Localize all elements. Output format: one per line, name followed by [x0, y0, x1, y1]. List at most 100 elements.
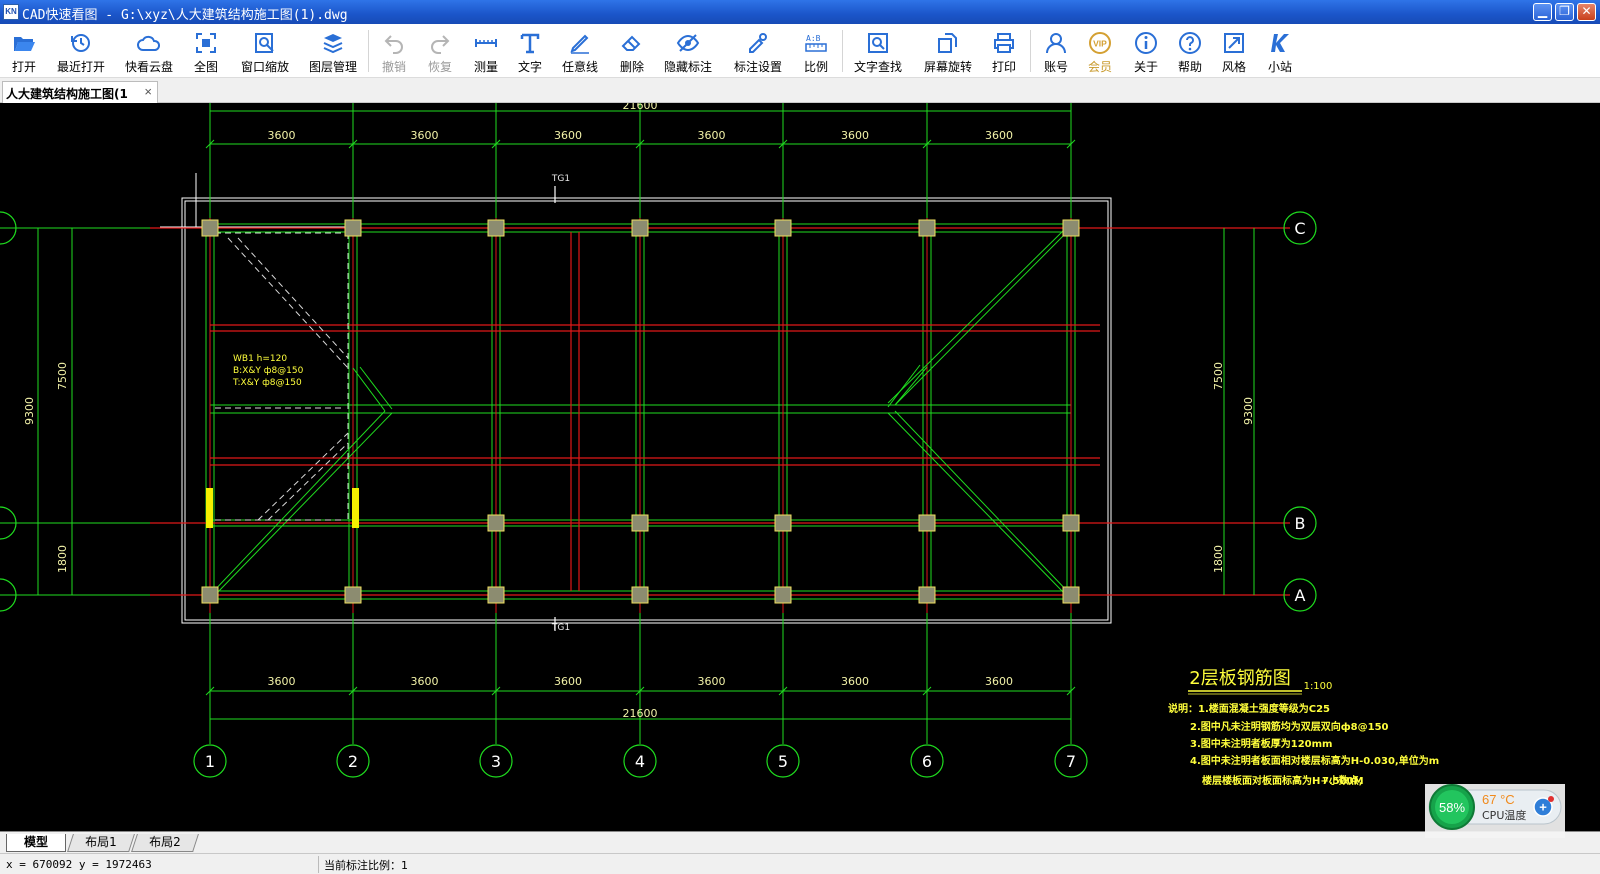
zoom-window-icon [255, 33, 274, 53]
rotate-screen-button[interactable]: 屏幕旋转 [920, 24, 976, 78]
axis-label-A: A [1295, 586, 1306, 605]
cloud-drive-button[interactable]: 快看云盘 [122, 24, 176, 78]
sheet-tab-model[interactable]: 模型 [6, 834, 66, 852]
axis-label-1: 1 [205, 752, 215, 771]
window-zoom-button[interactable]: 窗口缩放 [238, 24, 292, 78]
dim-left-total: 9300 [23, 397, 36, 425]
dim-top-total: 21600 [623, 103, 658, 112]
dim-tick [348, 139, 358, 149]
recent-clock-icon [71, 34, 90, 52]
hide-annotation-button[interactable]: 隐藏标注 [660, 24, 716, 78]
sheet-tab-layout1[interactable]: 布局1 [67, 834, 135, 852]
cpu-temperature-widget[interactable]: 58% 67 °C CPU温度 + [1425, 784, 1565, 838]
print-icon [994, 33, 1014, 53]
help-button[interactable]: 帮助 [1172, 24, 1208, 78]
measure-button[interactable]: 测量 [466, 24, 506, 78]
dim-bottom-total: 21600 [623, 707, 658, 720]
about-button[interactable]: 关于 [1128, 24, 1164, 78]
hip-beam-line [894, 227, 1072, 406]
structural-column [774, 219, 792, 237]
undo-icon [384, 35, 403, 54]
plan-frame-inner [184, 200, 1109, 621]
restore-button[interactable]: ❐ [1555, 3, 1574, 21]
minimize-button[interactable]: ▁ [1533, 3, 1552, 21]
dim-tick [491, 139, 501, 149]
hip-beam-line [894, 366, 928, 406]
structural-column [918, 219, 936, 237]
app-logo-icon: KN [3, 4, 19, 20]
dim-tick [922, 139, 932, 149]
dim-tick [205, 139, 215, 149]
cpu-widget-plus-icon[interactable] [1533, 797, 1553, 817]
slab-note-line: B:X&Y ф8@150 [233, 366, 304, 376]
site-button[interactable]: 小站 [1262, 24, 1298, 78]
structural-column [1062, 586, 1080, 604]
structural-column [774, 586, 792, 604]
axis-bubble-left [0, 506, 17, 540]
structural-column [201, 586, 219, 604]
slab-dashed-diag [257, 432, 349, 521]
recent-open-button[interactable]: 最近打开 [54, 24, 108, 78]
text-button[interactable]: 文字 [512, 24, 548, 78]
hip-beam-line [887, 227, 1067, 404]
close-button[interactable]: ✕ [1577, 3, 1596, 21]
dim-top-bay: 3600 [411, 129, 439, 142]
cpu-usage-gauge-inner [1435, 790, 1469, 824]
layer-manager-button[interactable]: 图层管理 [306, 24, 360, 78]
design-note-line: 楼层楼板面对板面标高为H+小数点, [1202, 774, 1363, 787]
scale-icon: A:B [805, 34, 827, 52]
dim-bottom-bay: 3600 [268, 675, 296, 688]
svg-text:A:B: A:B [806, 34, 821, 43]
slab-note-line: WB1 h=120 [233, 354, 287, 364]
redo-button[interactable]: 恢复 [420, 24, 460, 78]
axis-bubble-5 [766, 744, 800, 778]
structural-column [631, 586, 649, 604]
delete-button[interactable]: 删除 [614, 24, 650, 78]
axis-bubble-1 [193, 744, 227, 778]
dim-top-bay: 3600 [985, 129, 1013, 142]
document-tab-label: 人大建筑结构施工图(1 [6, 87, 128, 101]
dim-right-lower: 1800 [1212, 545, 1225, 573]
print-button[interactable]: 打印 [986, 24, 1022, 78]
axis-label-4: 4 [635, 752, 645, 771]
axis-label-C: C [1294, 219, 1305, 238]
dim-top-bay: 3600 [554, 129, 582, 142]
document-tab[interactable]: 人大建筑结构施工图(1 × [2, 81, 158, 103]
section-mark-top: TG1 [551, 174, 570, 184]
open-button[interactable]: 打开 [4, 24, 44, 78]
structural-column [201, 219, 219, 237]
tab-close-icon[interactable]: × [144, 84, 152, 99]
cpu-usage-value: 58% [1439, 800, 1465, 815]
status-separator [318, 856, 319, 873]
full-view-button[interactable]: 全图 [188, 24, 224, 78]
dim-top-bay: 3600 [268, 129, 296, 142]
axis-bubble-6 [910, 744, 944, 778]
dim-top-bay: 3600 [698, 129, 726, 142]
structural-column [344, 219, 362, 237]
axis-label-3: 3 [491, 752, 501, 771]
dim-bottom-bay: 3600 [698, 675, 726, 688]
axis-bubble-B [1283, 506, 1317, 540]
annotation-settings-button[interactable]: 标注设置 [730, 24, 786, 78]
style-button[interactable]: 风格 [1216, 24, 1252, 78]
axis-label-6: 6 [922, 752, 932, 771]
undo-button[interactable]: 撤销 [374, 24, 414, 78]
scale-button[interactable]: A:B 比例 [798, 24, 834, 78]
vip-member-button[interactable]: VIP 会员 [1082, 24, 1118, 78]
annotation-settings-icon [749, 33, 767, 53]
dim-left-upper: 7500 [56, 362, 69, 390]
full-view-icon [196, 33, 216, 53]
window-title: CAD快速看图 - G:\xyz\人大建筑结构施工图(1).dwg [22, 8, 348, 23]
redo-icon [431, 35, 450, 54]
structural-column [344, 586, 362, 604]
text-search-button[interactable]: 文字查找 [850, 24, 906, 78]
structural-column [487, 219, 505, 237]
design-note-line: 2.图中凡未注明钢筋均为双层双向ф8@150 [1190, 720, 1389, 733]
account-button[interactable]: 账号 [1038, 24, 1074, 78]
plan-frame-outer [181, 197, 1112, 624]
sheet-tab-layout2[interactable]: 布局2 [131, 834, 199, 852]
freehand-line-button[interactable]: 任意线 [556, 24, 604, 78]
axis-bubble-A [1283, 578, 1317, 612]
info-icon [1135, 32, 1157, 54]
